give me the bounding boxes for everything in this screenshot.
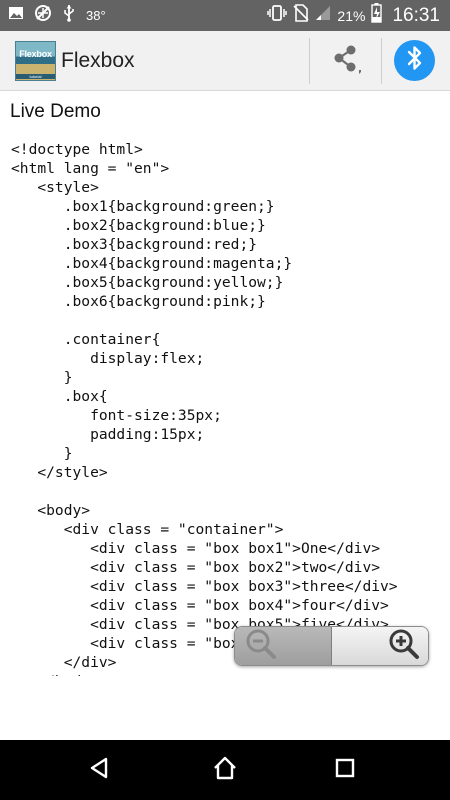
status-bar-right: 21% 16:31 (267, 0, 440, 31)
bluetooth-icon (404, 45, 426, 76)
bluetooth-button[interactable] (394, 40, 435, 81)
system-navigation-bar (0, 740, 450, 800)
app-logo-text: Flexbox (19, 49, 52, 59)
share-icon (329, 42, 363, 79)
recents-button[interactable] (315, 740, 375, 800)
status-time: 16:31 (392, 4, 440, 26)
app-logo: Flexbox tutorial (15, 41, 56, 81)
temperature-text: 38° (86, 8, 106, 23)
vibrate-icon (267, 4, 288, 27)
app-title: Flexbox (61, 49, 135, 72)
no-sim-icon (293, 4, 309, 27)
recents-icon (334, 757, 356, 784)
page-content: Live Demo <!doctype html> <html lang = "… (0, 91, 450, 676)
app-logo-subtext: tutorial (16, 74, 55, 79)
home-button[interactable] (195, 740, 255, 800)
zoom-separator (331, 627, 332, 665)
image-icon (8, 5, 24, 26)
home-icon (212, 755, 238, 786)
status-bar: 38° 21% 16:31 (0, 0, 450, 31)
status-bar-left: 38° (8, 0, 106, 31)
usb-icon (62, 4, 76, 27)
app-toolbar: Flexbox tutorial (0, 31, 450, 91)
code-sample: <!doctype html> <html lang = "en"> <styl… (11, 141, 398, 676)
signal-icon (315, 5, 331, 26)
zoom-out-button[interactable] (235, 627, 331, 665)
zoom-controls (234, 626, 429, 666)
back-icon (87, 756, 111, 785)
toolbar-divider (381, 38, 382, 84)
live-demo-heading: Live Demo (10, 101, 101, 122)
zoom-in-icon (388, 628, 420, 665)
zoom-in-button[interactable] (332, 627, 428, 665)
crosshair-sync-icon (34, 4, 52, 27)
battery-percent: 21% (337, 7, 366, 24)
toolbar-divider (309, 38, 310, 84)
share-button[interactable] (310, 31, 380, 90)
battery-charging-icon (371, 3, 383, 28)
back-button[interactable] (69, 740, 129, 800)
zoom-out-icon (245, 628, 277, 665)
